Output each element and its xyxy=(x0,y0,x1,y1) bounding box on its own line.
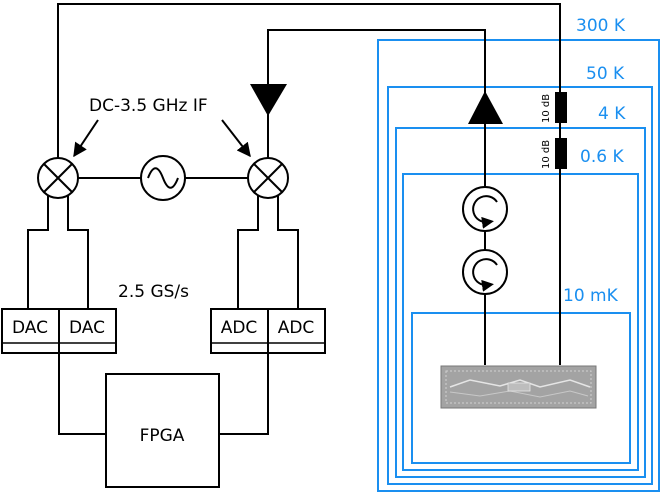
attenuator-lower-icon xyxy=(555,138,567,169)
attenuator-lower-label: 10 dB xyxy=(541,140,552,169)
stage-50k-shield xyxy=(387,86,653,485)
amplifier-room-temp-icon xyxy=(250,84,287,116)
adc-block: ADC ADC xyxy=(210,308,326,354)
stage-label-300k: 300 K xyxy=(576,16,626,36)
mixer-left-to-dac2 xyxy=(67,196,89,309)
stage-label-4k: 4 K xyxy=(598,104,626,124)
attenuator-upper-label: 10 dB xyxy=(541,94,552,123)
mixer-right-icon xyxy=(247,157,289,199)
adc-left-label: ADC xyxy=(221,318,258,338)
stage-label-10mk: 10 mK xyxy=(563,286,619,306)
sample-rate-label: 2.5 GS/s xyxy=(118,282,189,302)
attenuator-upper-icon xyxy=(555,92,567,123)
drive-line xyxy=(57,3,561,365)
stage-300k-shield xyxy=(377,39,660,492)
fpga-box xyxy=(105,373,220,488)
circulator-upper-icon xyxy=(462,186,508,232)
adc-right-label: ADC xyxy=(278,318,315,338)
dac-block: DAC DAC xyxy=(1,308,117,354)
circulator-lower-icon xyxy=(462,249,508,295)
temperature-stages xyxy=(377,39,660,492)
dac-to-fpga xyxy=(58,353,106,435)
stage-label-50k: 50 K xyxy=(586,64,625,84)
if-arrow-right xyxy=(221,119,251,158)
mixer-left-to-dac1 xyxy=(27,196,49,309)
adc-to-fpga xyxy=(219,353,269,435)
dac-right-label: DAC xyxy=(69,318,105,338)
fpga-label: FPGA xyxy=(140,426,185,446)
stage-0p6k-shield xyxy=(402,173,639,471)
quantum-chip-icon xyxy=(440,365,597,409)
dac-left-label: DAC xyxy=(12,318,48,338)
if-band-label: DC-3.5 GHz IF xyxy=(89,96,208,116)
mixer-right-to-adc2 xyxy=(277,196,299,309)
amplifier-4k-icon xyxy=(468,91,503,124)
stage-4k-shield xyxy=(395,127,646,478)
if-arrow-left xyxy=(73,119,99,158)
stage-label-0p6k: 0.6 K xyxy=(580,147,624,167)
mixer-left-icon xyxy=(37,157,79,199)
mixer-right-to-adc1 xyxy=(237,196,259,309)
stage-10mk-shield xyxy=(411,312,631,464)
